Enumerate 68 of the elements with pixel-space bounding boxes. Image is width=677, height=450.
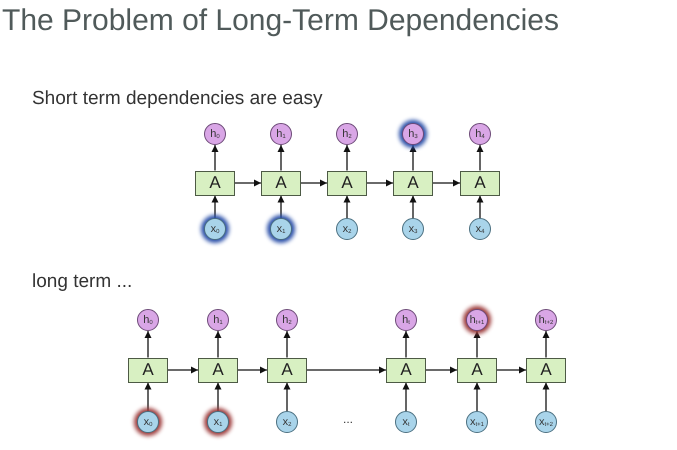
arrow: [278, 145, 284, 170]
slide-title: The Problem of Long-Term Dependencies: [2, 4, 559, 38]
input-circle: x$_{t+2}$: [535, 411, 557, 433]
arrow: [284, 382, 290, 411]
arrow: [214, 382, 222, 411]
output-circle: h$_{t+2}$: [535, 309, 557, 331]
cell-box: A: [267, 358, 307, 382]
input-circle: x$_{1}$: [207, 411, 229, 433]
input-circle: x$_{t+1}$: [466, 411, 488, 433]
arrow: [238, 366, 267, 374]
cell-box: A: [386, 358, 426, 382]
input-circle: x$_{1}$: [270, 218, 292, 240]
cell-box: A: [195, 170, 235, 196]
cell-box: A: [526, 358, 566, 382]
arrow: [402, 382, 410, 411]
arrow: [410, 145, 416, 170]
output-circle: h$_{4}$: [469, 123, 491, 145]
arrow: [168, 366, 198, 374]
input-circle: x$_{3}$: [402, 218, 424, 240]
arrow: [144, 382, 152, 411]
arrow: [433, 180, 460, 186]
arrow: [542, 331, 550, 358]
arrow: [235, 180, 261, 186]
arrow: [542, 382, 550, 411]
output-circle: h$_{2}$: [276, 309, 298, 331]
output-circle: h$_{t+1}$: [466, 309, 488, 331]
output-circle: h$_{2}$: [336, 123, 358, 145]
arrow: [307, 366, 386, 374]
cell-box: A: [327, 170, 367, 196]
input-circle: x$_{0}$: [137, 411, 159, 433]
arrow: [426, 366, 457, 374]
arrow: [344, 145, 350, 170]
cell-box: A: [457, 358, 497, 382]
arrow: [301, 180, 327, 186]
cell-box: A: [261, 170, 301, 196]
cell-box: A: [198, 358, 238, 382]
arrow: [367, 180, 393, 186]
cell-box: A: [128, 358, 168, 382]
section-heading: long term ...: [32, 271, 132, 293]
input-circle: x$_{0}$: [204, 218, 226, 240]
arrow: [497, 366, 526, 374]
arrow: [214, 331, 222, 358]
arrow: [476, 196, 484, 218]
input-circle: x$_{2}$: [276, 411, 298, 433]
arrow: [278, 196, 284, 218]
arrow: [474, 331, 480, 358]
output-circle: h$_{0}$: [204, 123, 226, 145]
ellipsis: ...: [343, 412, 354, 426]
arrow: [144, 331, 152, 358]
input-circle: x$_{4}$: [469, 218, 491, 240]
arrow: [410, 196, 416, 218]
arrow: [212, 145, 218, 170]
arrow: [402, 331, 410, 358]
section-heading: Short term dependencies are easy: [32, 88, 322, 110]
arrow: [476, 145, 484, 170]
input-circle: x$_{t}$: [395, 411, 417, 433]
arrow: [212, 196, 218, 218]
output-circle: h$_{1}$: [270, 123, 292, 145]
arrow: [344, 196, 350, 218]
output-circle: h$_{3}$: [402, 123, 424, 145]
arrow: [474, 382, 480, 411]
cell-box: A: [393, 170, 433, 196]
cell-box: A: [460, 170, 500, 196]
output-circle: h$_{1}$: [207, 309, 229, 331]
input-circle: x$_{2}$: [336, 218, 358, 240]
output-circle: h$_{t}$: [395, 309, 417, 331]
arrow: [284, 331, 290, 358]
output-circle: h$_{0}$: [137, 309, 159, 331]
